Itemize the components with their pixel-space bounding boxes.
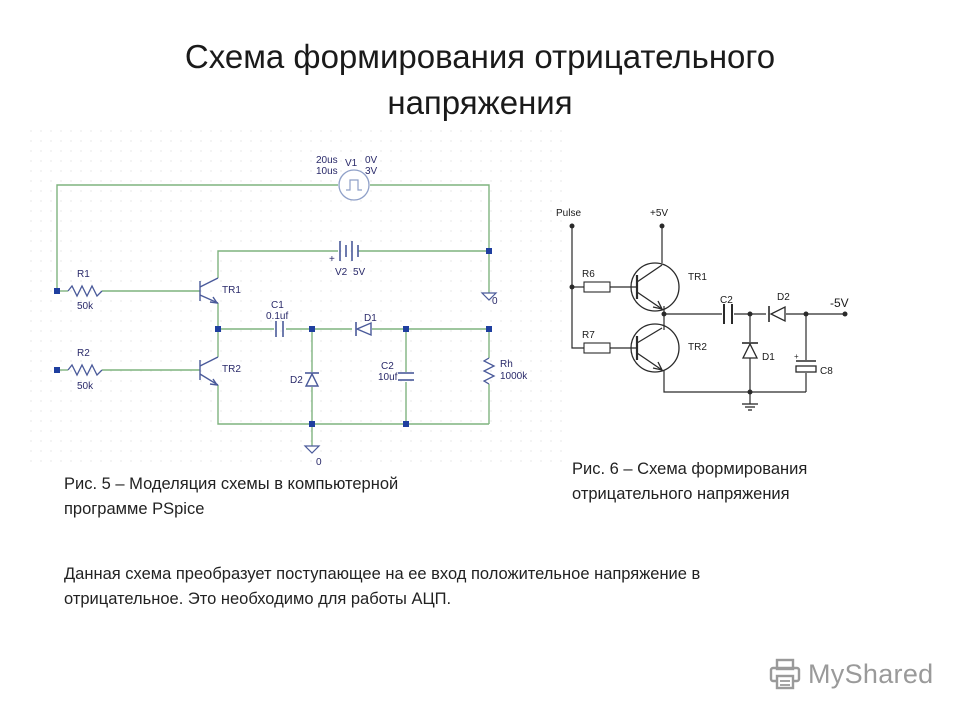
- d2-diode-icon: [304, 372, 320, 387]
- watermark-text: MyShared: [808, 658, 934, 689]
- d1-label: D1: [364, 313, 377, 324]
- c2-capacitor-icon: [398, 372, 414, 381]
- description-line2: отрицательное. Это необходимо для работы…: [64, 590, 452, 608]
- c2-schematic-label: C2: [720, 295, 733, 306]
- figure6-caption-line1: Рис. 6 – Схема формирования: [572, 460, 808, 478]
- schematic-junctions: [569, 223, 848, 395]
- tr2-label: TR2: [222, 364, 241, 375]
- d1-diode-icon: [355, 321, 372, 337]
- v1-v2-label: 3V: [365, 166, 378, 177]
- ground-bottom-label: 0: [316, 457, 322, 468]
- v1-td-label: 20us: [316, 155, 338, 166]
- slide-title-line2: напряжения: [387, 84, 573, 121]
- v1-v1-label: 0V: [365, 155, 378, 166]
- description-line1: Данная схема преобразует поступающее на …: [64, 565, 701, 583]
- v1-name-label: V1: [345, 158, 358, 169]
- tr2-schematic-label: TR2: [688, 342, 707, 353]
- pspice-junctions: [54, 248, 492, 427]
- pspice-diagram: 20us 10us V1 0V 3V + V2 5V R1 50k R2 50k…: [28, 128, 568, 468]
- c8-schematic-icon: +: [794, 352, 817, 373]
- d1-schematic-icon: [741, 342, 759, 359]
- d2-label: D2: [290, 375, 303, 386]
- d2-schematic-label: D2: [777, 292, 790, 303]
- r2-name-label: R2: [77, 348, 90, 359]
- c2-schematic-icon: [723, 304, 733, 324]
- v2-battery-icon: [339, 241, 359, 261]
- v2-plus-label: +: [329, 254, 335, 265]
- c8-polarity-label: +: [794, 352, 799, 361]
- c1-name-label: C1: [271, 300, 284, 311]
- v1-source-icon: [338, 169, 370, 201]
- tr1-transistor-icon: [199, 277, 219, 304]
- r6-resistor-icon: [583, 281, 611, 293]
- ground-bottom-icon: [303, 445, 321, 454]
- printer-logo-icon: [769, 658, 801, 690]
- description-text: Данная схема преобразует поступающее на …: [64, 562, 844, 612]
- tr2-schematic-icon: [630, 323, 680, 373]
- v2-value-label: 5V: [353, 267, 366, 278]
- figure6-caption-line2: отрицательного напряжения: [572, 485, 790, 503]
- pulse-label: Pulse: [556, 208, 581, 219]
- c2-value-label: 10uf: [378, 372, 398, 383]
- r6-label: R6: [582, 269, 595, 280]
- ground-top-label: 0: [492, 296, 498, 307]
- figure5-caption: Рис. 5 – Моделяция схемы в компьютерной …: [64, 472, 464, 522]
- ground-top-icon: [480, 291, 498, 301]
- d2-schematic-icon: [768, 305, 786, 323]
- v2-name-label: V2: [335, 267, 348, 278]
- r7-label: R7: [582, 330, 595, 341]
- r1-name-label: R1: [77, 269, 90, 280]
- r2-resistor-icon: [67, 363, 103, 377]
- figure5-caption-line2: программе PSpice: [64, 500, 205, 518]
- r1-value-label: 50k: [77, 301, 94, 312]
- tr1-label: TR1: [222, 285, 241, 296]
- tr1-schematic-label: TR1: [688, 272, 707, 283]
- schematic-wires: [571, 226, 845, 404]
- slide-title-line1: Схема формирования отрицательного: [184, 38, 776, 75]
- r1-resistor-icon: [67, 284, 103, 298]
- schematic-diagram: Pulse +5V R6 R7 TR1 TR2: [556, 208, 849, 411]
- c8-schematic-label: C8: [820, 366, 833, 377]
- c2-name-label: C2: [381, 361, 394, 372]
- c1-value-label: 0.1uf: [266, 311, 288, 322]
- vplus-label: +5V: [650, 208, 668, 219]
- rh-resistor-icon: [482, 357, 496, 385]
- r2-value-label: 50k: [77, 381, 94, 392]
- figure5-caption-line1: Рис. 5 – Моделяция схемы в компьютерной: [64, 475, 399, 493]
- rh-value-label: 1000k: [500, 371, 528, 382]
- figure6-caption: Рис. 6 – Схема формирования отрицательно…: [572, 457, 892, 507]
- tr1-schematic-icon: [630, 262, 680, 312]
- rh-name-label: Rh: [500, 359, 513, 370]
- slide-title: Схема формирования отрицательного напряж…: [0, 34, 960, 126]
- tr2-transistor-icon: [199, 356, 219, 386]
- watermark: MyShared: [768, 656, 933, 692]
- r7-resistor-icon: [583, 342, 611, 354]
- v1-pw-label: 10us: [316, 166, 338, 177]
- c1-capacitor-icon: [275, 321, 284, 337]
- vout-label: -5V: [830, 296, 849, 310]
- schematic-ground-icon: [742, 403, 758, 411]
- d1-schematic-label: D1: [762, 352, 775, 363]
